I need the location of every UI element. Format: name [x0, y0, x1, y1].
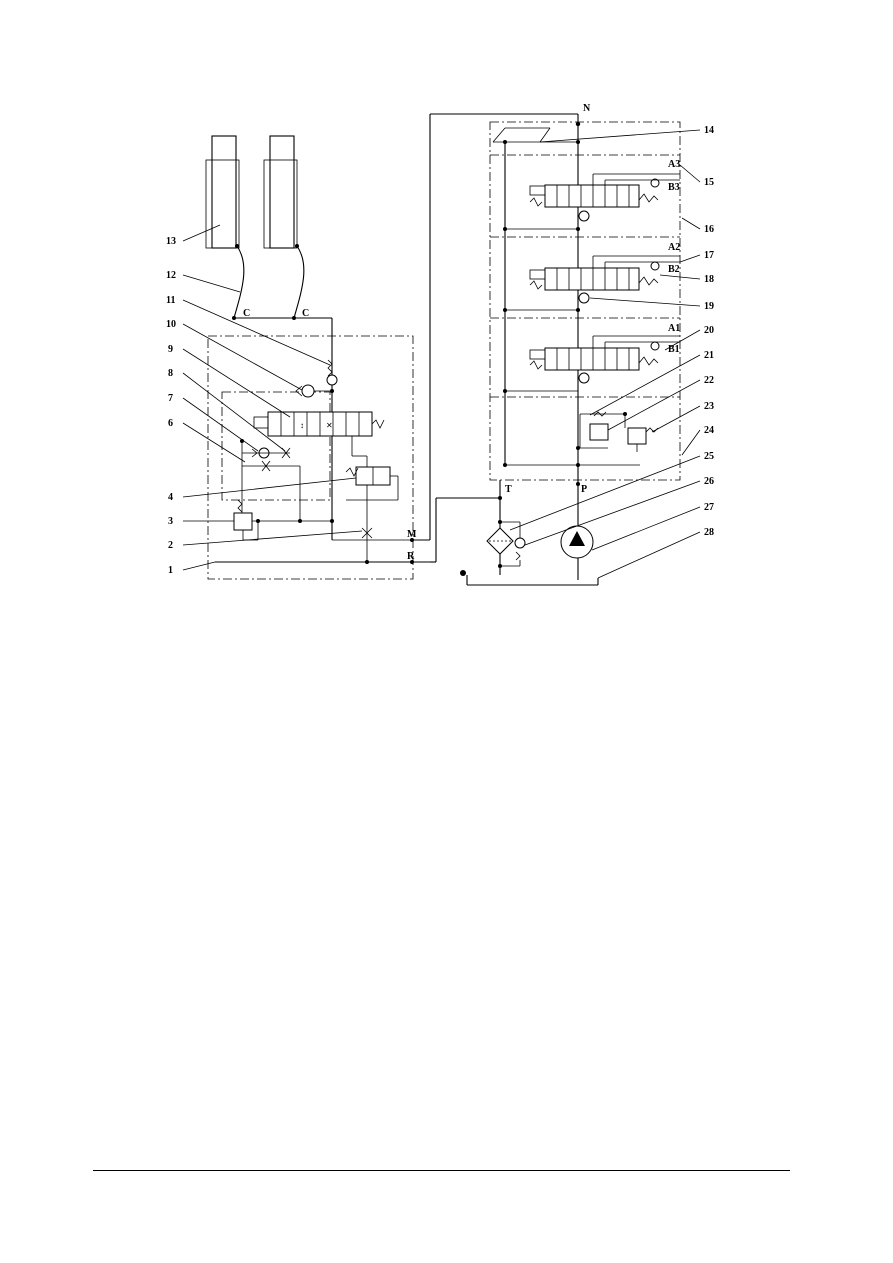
port-label-a3: A3 — [668, 159, 680, 170]
check-valve-10 — [295, 384, 332, 398]
cylinder-right — [263, 135, 298, 249]
callout-7: 7 — [168, 393, 173, 404]
callout-19: 19 — [704, 301, 714, 312]
callout-11: 11 — [166, 295, 175, 306]
callout-1: 1 — [168, 565, 173, 576]
callout-22: 22 — [704, 375, 714, 386]
callout-26: 26 — [704, 476, 714, 487]
pilot-valve-4 — [345, 466, 399, 501]
callout-14: 14 — [704, 125, 714, 136]
port-label-a1: A1 — [668, 323, 680, 334]
pump-27 — [560, 525, 594, 559]
lift-valve-block-outline — [207, 335, 414, 580]
footer-divider — [93, 1170, 790, 1171]
cylinder-left — [205, 135, 240, 249]
callout-20: 20 — [704, 325, 714, 336]
bypass-check-26 — [500, 521, 526, 567]
throttle-6 — [242, 460, 300, 472]
leader-lines — [182, 129, 701, 579]
port-label-c-right: C — [302, 308, 309, 319]
port-label-m: M — [407, 529, 417, 540]
port-label-n: N — [583, 103, 591, 114]
port-label-a2: A2 — [668, 242, 680, 253]
port-label-b3: B3 — [668, 182, 680, 193]
directional-valve-9: ↕ ✕ — [253, 411, 385, 437]
callout-28: 28 — [704, 527, 714, 538]
callout-21: 21 — [704, 350, 714, 361]
callout-25: 25 — [704, 451, 714, 462]
port-label-r: R — [407, 551, 415, 562]
callout-12: 12 — [166, 270, 176, 281]
callout-13: 13 — [166, 236, 176, 247]
callout-17: 17 — [704, 250, 714, 261]
relief-valve-3 — [233, 499, 332, 541]
port-label-b2: B2 — [668, 264, 680, 275]
port-label-p: P — [581, 484, 587, 495]
port-label-c-left: C — [243, 308, 250, 319]
callout-15: 15 — [704, 177, 714, 188]
callout-18: 18 — [704, 274, 714, 285]
hose-left — [233, 245, 245, 319]
port-label-b1: B1 — [668, 344, 680, 355]
check-valve-11 — [326, 359, 338, 386]
port-label-t: T — [505, 484, 512, 495]
callout-3: 3 — [168, 516, 173, 527]
svg-text:✕: ✕ — [326, 421, 333, 430]
check-valve-7 — [242, 447, 290, 459]
callout-27: 27 — [704, 502, 714, 513]
callout-8: 8 — [168, 368, 173, 379]
spool-valve-section-1 — [529, 335, 680, 384]
spool-valve-section-2 — [529, 255, 680, 304]
callout-9: 9 — [168, 344, 173, 355]
distributor-block-outline — [489, 121, 681, 481]
callout-10: 10 — [166, 319, 176, 330]
relief-valve-22 — [579, 411, 625, 449]
callout-4: 4 — [168, 492, 173, 503]
throttle-2 — [361, 527, 373, 539]
relief-valve-23 — [624, 414, 659, 452]
hose-right — [293, 245, 305, 319]
svg-text:↕: ↕ — [300, 421, 304, 430]
callout-24: 24 — [704, 425, 714, 436]
callout-6: 6 — [168, 418, 173, 429]
return-filter-25 — [486, 527, 514, 555]
hydraulic-circuit-diagram: ↕ ✕ — [166, 103, 714, 586]
callout-23: 23 — [704, 401, 714, 412]
spool-valve-section-3 — [529, 173, 680, 222]
callout-2: 2 — [168, 540, 173, 551]
callout-16: 16 — [704, 224, 714, 235]
